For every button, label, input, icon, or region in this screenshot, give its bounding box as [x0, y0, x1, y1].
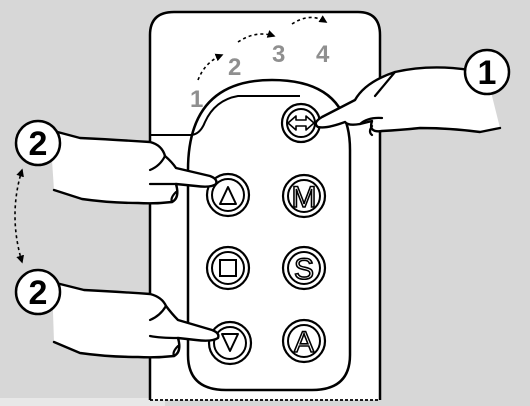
mode-button-label: M — [292, 181, 317, 214]
position-4: 4 — [316, 41, 330, 68]
auto-button[interactable]: A — [283, 320, 325, 362]
floor-band — [0, 398, 165, 406]
position-3: 3 — [272, 41, 285, 68]
step-2-bottom-callout: 2 — [16, 270, 60, 314]
step-1-number: 1 — [478, 54, 497, 92]
auto-button-label: A — [294, 326, 314, 359]
set-button[interactable]: S — [283, 247, 325, 289]
remote-body — [150, 12, 380, 400]
position-1: 1 — [190, 86, 203, 113]
step-2-bottom-number: 2 — [29, 274, 48, 312]
step-2-link-arrow — [15, 170, 22, 262]
step-2-top-callout: 2 — [16, 121, 60, 165]
square-icon — [220, 260, 236, 276]
step-1-callout: 1 — [465, 50, 509, 94]
step-2-top-number: 2 — [29, 125, 48, 163]
set-button-label: S — [294, 253, 314, 286]
down-button[interactable] — [209, 322, 251, 364]
mode-button[interactable]: M — [283, 175, 325, 217]
stop-button[interactable] — [207, 247, 249, 289]
position-2: 2 — [228, 54, 241, 81]
toggle-button[interactable] — [282, 104, 320, 142]
